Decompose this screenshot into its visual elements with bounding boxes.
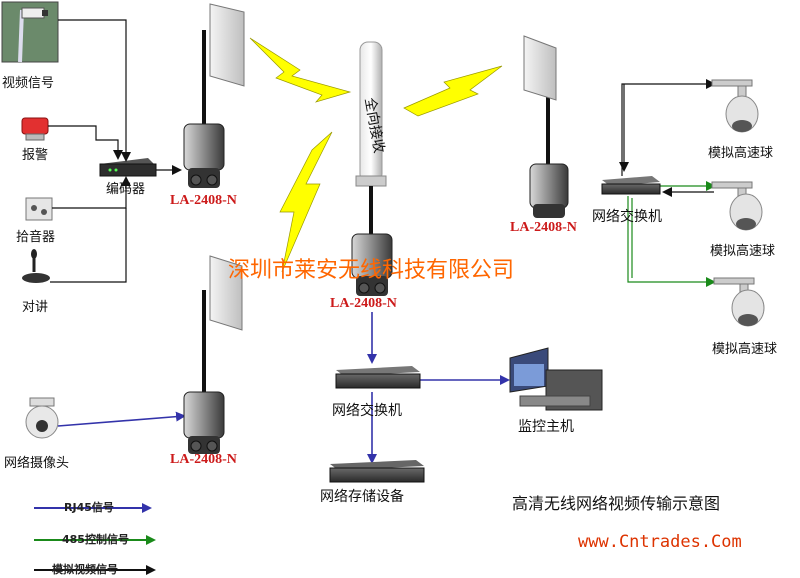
model-label-center: LA-2408-N: [330, 296, 397, 311]
alarm-icon: [21, 117, 49, 141]
storage-device-icon: [329, 460, 425, 483]
label-alarm: 报警: [22, 148, 49, 163]
legend-analog-label: 模拟视频信号: [52, 563, 118, 576]
network-switch-center: [335, 366, 421, 389]
control-links: [619, 79, 716, 287]
label-switch-right: 网络交换机: [592, 209, 662, 225]
model-label-bottom-left: LA-2408-N: [170, 452, 237, 467]
label-dome-1: 模拟高速球: [708, 146, 774, 161]
diagram-title: 高清无线网络视频传输示意图: [512, 494, 721, 513]
label-video-signal: 视频信号: [2, 76, 55, 91]
company-watermark: 深圳市莱安无线科技有限公司: [228, 258, 515, 283]
label-dome-3: 模拟高速球: [712, 342, 778, 357]
label-switch-center: 网络交换机: [332, 403, 402, 419]
omni-antenna: [355, 41, 387, 236]
label-storage: 网络存储设备: [320, 489, 404, 505]
model-label-top-left: LA-2408-N: [170, 193, 237, 208]
monitor-host-icon: [509, 347, 603, 411]
rj45-links: [57, 312, 510, 464]
speed-dome-icon: [711, 181, 763, 231]
pickup-icon: [25, 197, 53, 221]
network-switch-right: [601, 176, 661, 195]
speed-dome-icon: [711, 79, 759, 133]
intercom-icon: [22, 249, 50, 283]
label-dome-2: 模拟高速球: [710, 244, 776, 259]
label-monitor-host: 监控主机: [518, 419, 574, 435]
outdoor-unit-center: [351, 233, 393, 296]
label-pickup: 拾音器: [16, 230, 56, 245]
analog-video-links: [48, 19, 182, 283]
label-intercom: 对讲: [22, 300, 49, 315]
outdoor-unit-top-left: [183, 123, 225, 188]
outdoor-unit-top-right: [529, 163, 569, 218]
wireless-link-bolt: [279, 131, 333, 273]
label-encoder: 编码器: [106, 182, 146, 197]
panel-antenna-top-left: [202, 3, 245, 126]
model-label-top-right: LA-2408-N: [510, 220, 577, 235]
outdoor-unit-bottom-left: [183, 391, 225, 454]
legend-arrows: [34, 503, 156, 575]
panel-antenna-bottom-left: [202, 255, 243, 394]
encoder-icon: [99, 158, 157, 177]
label-ip-camera: 网络摄像头: [4, 456, 70, 471]
ip-camera-icon: [25, 397, 59, 439]
legend-rj45-label: RJ45信号: [64, 501, 114, 514]
website-label: www.Cntrades.Com: [578, 532, 742, 552]
legend-485-label: 485控制信号: [62, 533, 129, 546]
panel-antenna-top-right: [523, 35, 557, 168]
video-camera-icon: [1, 1, 59, 63]
wireless-link-bolt: [249, 37, 352, 103]
speed-dome-icon: [713, 277, 765, 327]
wireless-link-bolt: [403, 65, 503, 117]
